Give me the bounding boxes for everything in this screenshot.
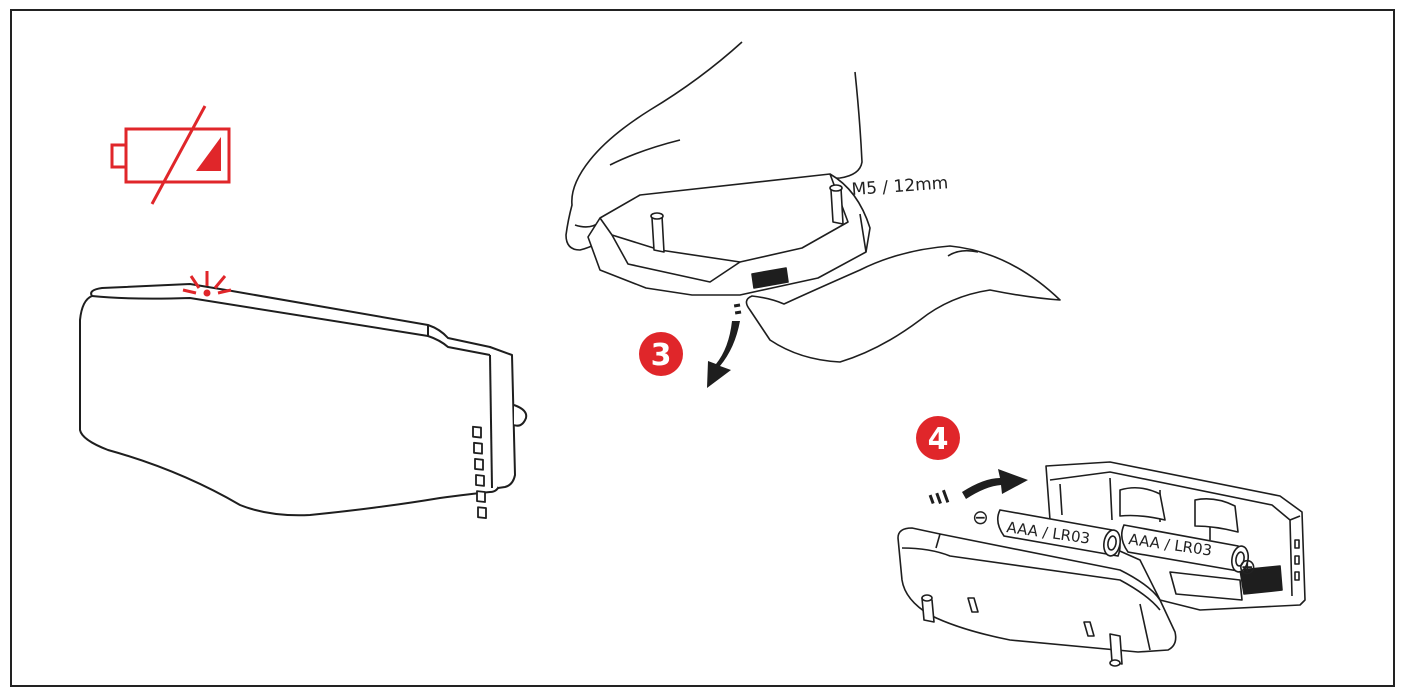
step-4-number: 4 <box>928 422 949 457</box>
battery-aaa-1 <box>996 509 1121 557</box>
screw-spec-label: M5 / 12mm <box>851 173 949 200</box>
step-3-number: 3 <box>651 338 672 373</box>
led-bar <box>472 425 487 519</box>
open-arrow-icon <box>707 303 742 388</box>
device-front-illustration <box>79 283 528 519</box>
insert-arrow-icon <box>928 469 1028 505</box>
hands-opening-illustration <box>565 41 1061 363</box>
minus-terminal-icon: ⊖ <box>972 505 989 529</box>
step-3-badge: 3 <box>639 332 683 376</box>
plus-terminal-icon: ⊕ <box>1238 555 1256 580</box>
battery-low-crossed-icon <box>110 105 231 205</box>
illustration-frame <box>10 9 1395 687</box>
led-blink-icon <box>182 271 232 297</box>
step-4-badge: 4 <box>916 416 960 460</box>
battery-cover-illustration <box>897 527 1177 667</box>
battery-aaa-2 <box>1120 524 1249 573</box>
